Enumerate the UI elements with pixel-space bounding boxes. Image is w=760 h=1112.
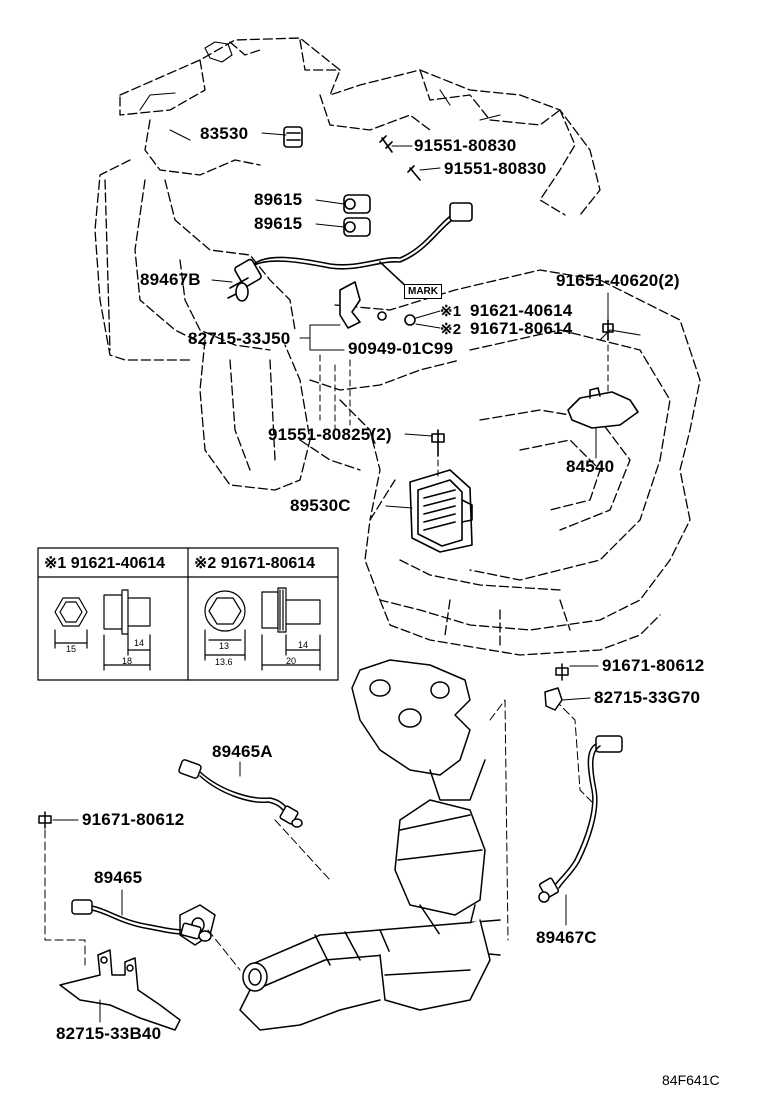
dim-box2-13-6: 13.6 <box>215 657 233 667</box>
part-label-91551-80825: 91551-80825(2) <box>268 425 392 444</box>
note-mark-1: ※1 <box>440 303 462 320</box>
part-label-84540: 84540 <box>566 457 615 476</box>
part-label-91671-80612-a: 91671-80612 <box>602 656 705 675</box>
dim-box2-20: 20 <box>286 656 297 666</box>
engine-outline <box>94 37 701 656</box>
dim-box2-13: 13 <box>219 641 230 651</box>
dim-box2-14: 14 <box>298 640 309 650</box>
part-label-89467C: 89467C <box>536 928 597 947</box>
part-label-91551-80830-a: 91551-80830 <box>414 136 517 155</box>
part-label-91671-80612-b: 91671-80612 <box>82 810 185 829</box>
leader-lines-upper <box>211 132 609 509</box>
phantom-pipe-lines <box>44 699 596 971</box>
mark-tag: MARK <box>404 284 442 299</box>
projection-lines-upper <box>319 344 609 481</box>
part-label-82715-33G70: 82715-33G70 <box>594 688 701 707</box>
part-label-89465: 89465 <box>94 868 143 887</box>
dim-box1-18: 18 <box>122 656 133 666</box>
part-label-91551-80830-b: 91551-80830 <box>444 159 547 178</box>
dim-box1-14: 14 <box>134 638 145 648</box>
part-label-83530: 83530 <box>200 124 249 143</box>
detail-box-2-title: ※2 91671-80614 <box>194 555 316 572</box>
engine-details <box>139 41 641 341</box>
dim-box1-width: 15 <box>66 644 77 654</box>
part-label-91671-80614: 91671-80614 <box>470 319 573 338</box>
part-label-89615-a: 89615 <box>254 190 303 209</box>
part-label-91621-40614: 91621-40614 <box>470 301 573 320</box>
part-label-89615-b: 89615 <box>254 214 303 233</box>
lower-sensors <box>38 663 623 1031</box>
part-label-82715-33B40: 82715-33B40 <box>56 1024 162 1043</box>
illustration-code: 84F641C <box>662 1072 720 1088</box>
part-label-89530C: 89530C <box>290 496 351 515</box>
detail-box-1-title: ※1 91621-40614 <box>44 555 166 572</box>
part-label-82715-33J50: 82715-33J50 <box>188 329 291 348</box>
note-mark-2: ※2 <box>440 321 462 338</box>
leader-lines-lower <box>52 665 599 1023</box>
lower-exhaust <box>179 659 501 1031</box>
part-label-91651-40620: 91651-40620(2) <box>556 271 680 290</box>
part-label-90949-01C99: 90949-01C99 <box>348 339 454 358</box>
upper-harness <box>227 126 639 553</box>
detail-boxes <box>37 547 339 681</box>
part-label-89467B: 89467B <box>140 270 201 289</box>
part-label-89465A: 89465A <box>212 742 273 761</box>
